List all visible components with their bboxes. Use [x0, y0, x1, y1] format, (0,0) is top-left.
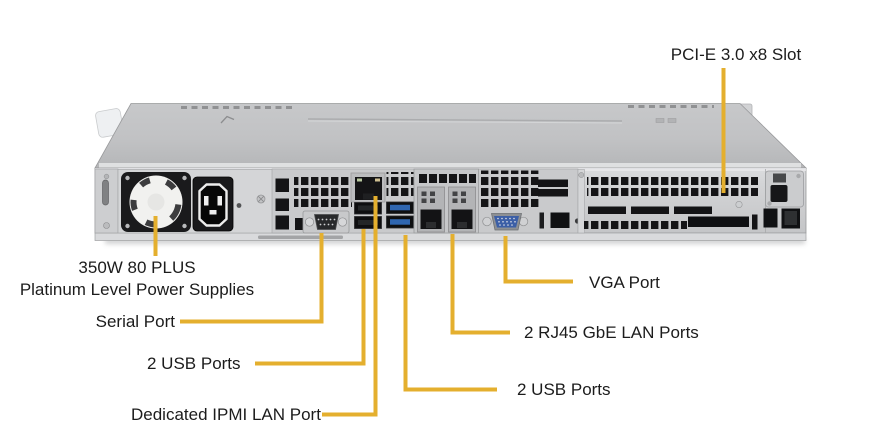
- psu-led: [236, 203, 242, 208]
- lan-ports: [413, 168, 479, 234]
- pci-bracket: [577, 169, 585, 234]
- chassis-shadow: [105, 238, 805, 244]
- vent-grid-usb: [386, 172, 414, 199]
- vent-grid-vga: [479, 170, 539, 210]
- leader-vga-port: [503, 236, 573, 284]
- gbe-lan-port-2: [448, 186, 476, 233]
- callout-pcie-slot: PCI-E 3.0 x8 Slot: [670, 45, 802, 64]
- vga-port: [479, 170, 539, 231]
- chassis-top: [94, 103, 807, 169]
- left-rack-ear: [94, 168, 119, 234]
- pcie-slot-vents: [584, 176, 758, 230]
- usb3-ports: [386, 172, 414, 229]
- psu-screw: [256, 194, 266, 204]
- gbe-lan-port-1: [417, 186, 445, 233]
- callout-usb-ports-left: 2 USB Ports: [147, 354, 241, 373]
- leader-serial-port: [180, 233, 324, 324]
- serial-port: [302, 210, 350, 234]
- callout-lan-ports: 2 RJ45 GbE LAN Ports: [524, 323, 699, 342]
- callout-vga-port: VGA Port: [589, 273, 660, 292]
- callout-power-supply-line2: Platinum Level Power Supplies: [19, 280, 255, 299]
- lid-stamp-mark: [220, 115, 235, 124]
- leader-lines: [153, 68, 726, 417]
- ac-power-inlet: [192, 176, 234, 232]
- callout-power-supply: 350W 80 PLUS Platinum Level Power Suppli…: [17, 257, 257, 301]
- rear-right-ports: [763, 208, 800, 229]
- psu-fan: [121, 172, 191, 232]
- vent-grid-serial: [294, 176, 352, 210]
- callout-ipmi-lan-port: Dedicated IPMI LAN Port: [131, 405, 321, 424]
- leader-ipmi-lan: [322, 196, 378, 417]
- leader-usb-left: [255, 229, 366, 366]
- ipmi-lan-port: [350, 172, 386, 203]
- leader-lan-ports: [450, 234, 510, 335]
- power-supply: [117, 169, 283, 234]
- callout-power-supply-line1: 350W 80 PLUS: [78, 258, 196, 277]
- callout-serial-port: Serial Port: [95, 312, 175, 331]
- callout-usb-ports-right: 2 USB Ports: [517, 380, 611, 399]
- leader-usb-right: [403, 235, 497, 392]
- chassis-lock-latch: [765, 170, 804, 208]
